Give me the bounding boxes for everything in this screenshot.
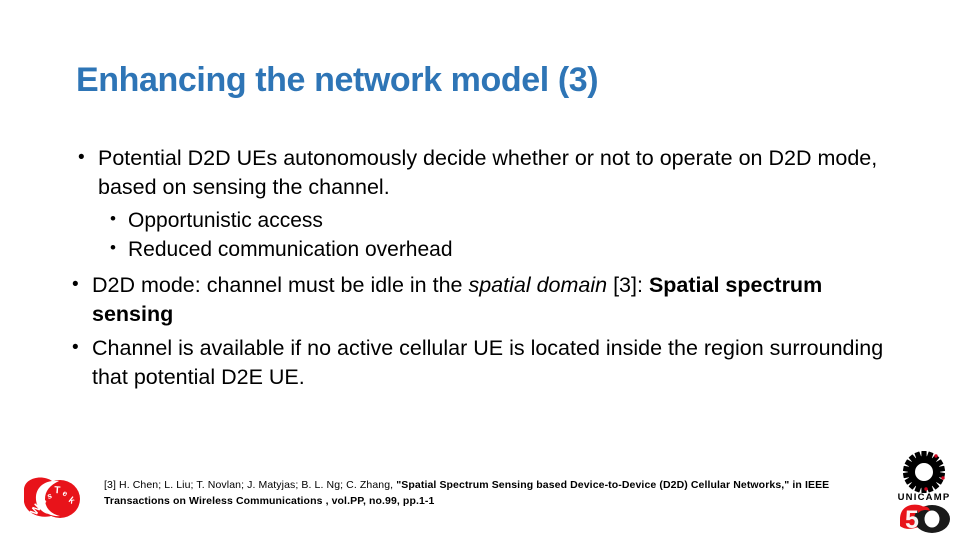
bullet-marker-icon: •	[110, 238, 116, 258]
svg-text:i: i	[34, 502, 42, 510]
run-italic: spatial domain	[468, 273, 608, 298]
list-item: • D2D mode: channel must be idle in the …	[72, 271, 902, 328]
list-item: • Channel is available if no active cell…	[72, 334, 902, 391]
fifty-anniversary-logo-icon: 5	[896, 502, 954, 536]
svg-text:s: s	[40, 495, 49, 505]
bullet-marker-icon: •	[110, 209, 116, 229]
citation-venue: IEEE Transactions on Wireless Communicat…	[104, 479, 830, 507]
list-item-text: Opportunistic access	[128, 209, 323, 233]
citation-venue-prefix: in	[792, 479, 802, 491]
bullet-marker-icon: •	[78, 147, 85, 168]
svg-text:5: 5	[905, 506, 919, 534]
unicamp-wordmark: UNICAMP	[898, 492, 951, 503]
run-normal: D2D mode: channel must be idle in the	[92, 273, 469, 298]
run-normal: [3]:	[607, 273, 649, 298]
bullet-list: • Potential D2D UEs autonomously decide …	[62, 144, 902, 392]
citation-authors: H. Chen; L. Liu; T. Novlan; J. Matyjas; …	[119, 479, 394, 491]
page-title: Enhancing the network model (3)	[76, 61, 599, 99]
list-item-text-rich: D2D mode: channel must be idle in the sp…	[92, 271, 902, 328]
unicamp-logo-icon: UNICAMP	[893, 450, 955, 504]
svg-text:k: k	[67, 495, 78, 507]
run-bold: Spatial spectrum sensing	[92, 273, 823, 326]
list-item: • Reduced communication overhead	[110, 236, 902, 264]
bullet-marker-icon: •	[72, 337, 79, 359]
list-item-text: Potential D2D UEs autonomously decide wh…	[98, 146, 878, 199]
citation-volume-info: , vol.PP, no.99, pp.1-1	[325, 494, 435, 507]
bullet-marker-icon: •	[72, 274, 79, 296]
list-item: • Opportunistic access	[110, 207, 902, 235]
wisstek-logo-icon: W i s s T e k	[16, 468, 92, 532]
list-item: • Potential D2D UEs autonomously decide …	[78, 144, 902, 201]
citation-ref: [3]	[104, 479, 116, 491]
citation-footnote: [3] H. Chen; L. Liu; T. Novlan; J. Matyj…	[104, 478, 874, 510]
list-item-text: Channel is available if no active cellul…	[92, 336, 884, 389]
citation-title: "Spatial Spectrum Sensing based Device-t…	[396, 479, 790, 491]
svg-text:T: T	[54, 485, 61, 496]
svg-text:e: e	[61, 489, 69, 499]
svg-text:s: s	[46, 491, 53, 501]
list-item-text: Reduced communication overhead	[128, 238, 453, 262]
